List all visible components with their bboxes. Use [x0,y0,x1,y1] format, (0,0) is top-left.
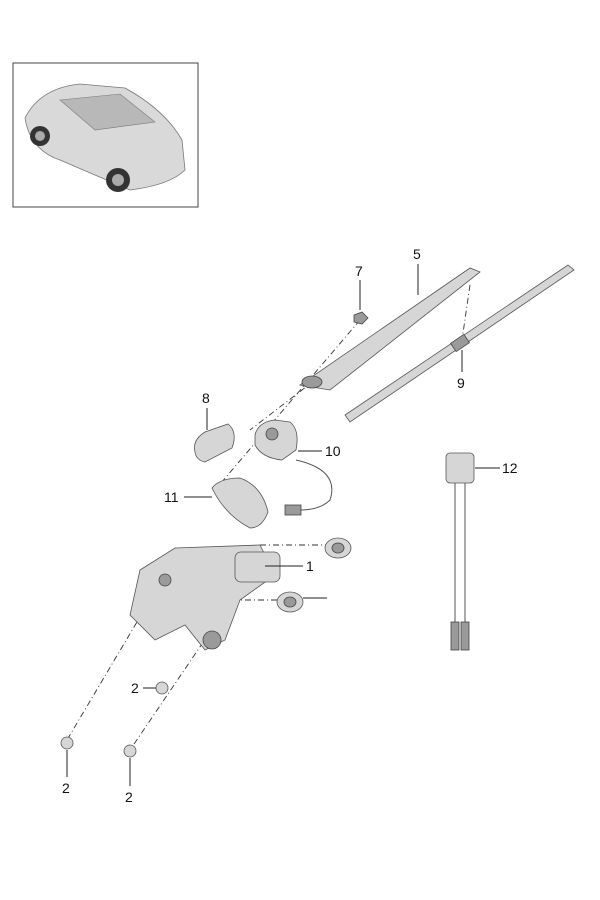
nut-2b[interactable] [60,736,74,750]
grommet-upper[interactable] [324,537,352,559]
callout-2a[interactable]: 2 [131,680,139,696]
grommet-12[interactable] [276,591,304,613]
wiper-arm[interactable] [298,267,481,391]
callout-6[interactable]: 7 [355,263,363,279]
callout-1[interactable]: 1 [306,558,314,574]
seal-10[interactable] [211,477,269,529]
nut-2a[interactable] [155,681,169,695]
callout-7[interactable]: 8 [202,390,210,406]
cover-9[interactable] [254,419,333,516]
callout-11[interactable]: 12 [502,460,518,476]
wiper-motor-1[interactable] [129,544,281,651]
vehicle-thumbnail[interactable] [12,62,199,208]
nut-2c[interactable] [123,744,137,758]
callout-2c[interactable]: 2 [125,789,133,805]
connector-11[interactable] [445,452,475,651]
wiper-blade[interactable] [344,264,575,423]
assembly-lines [66,284,471,751]
callout-2b[interactable]: 2 [62,780,70,796]
callout-5[interactable]: 5 [413,246,421,262]
leader-lines [66,264,500,786]
nut-6[interactable] [353,311,369,325]
callout-10[interactable]: 11 [164,489,179,505]
callout-8[interactable]: 9 [457,375,465,391]
cap-7[interactable] [194,423,235,463]
callout-9[interactable]: 10 [325,443,341,459]
